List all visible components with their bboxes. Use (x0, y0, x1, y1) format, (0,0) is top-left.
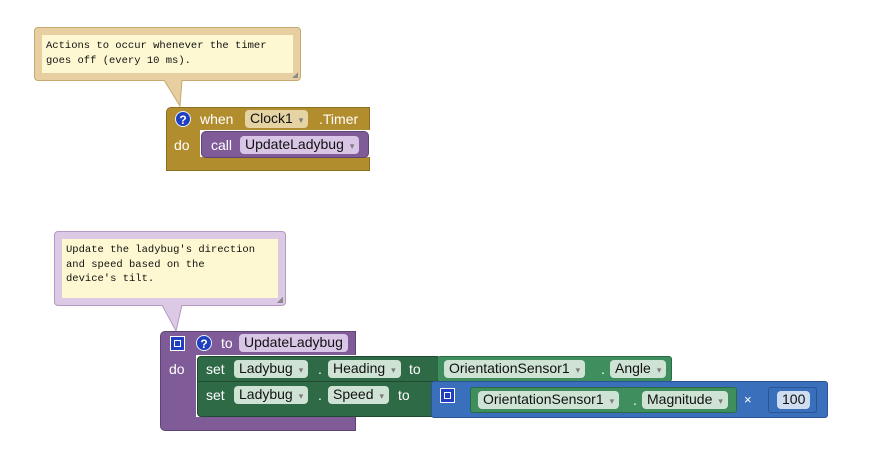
timer-block-bottom (166, 157, 370, 171)
dot-label: . (318, 387, 322, 403)
number-field[interactable]: 100 (777, 391, 811, 409)
update-comment-bubble[interactable]: Update the ladybug's direction and speed… (54, 231, 286, 306)
update-comment-text[interactable]: Update the ladybug's direction and speed… (62, 239, 278, 298)
dot-label: . (601, 361, 605, 377)
timer-event-label: .Timer (319, 111, 359, 127)
call-procedure-dropdown[interactable]: UpdateLadybug (240, 136, 360, 154)
orientation-sensor-dropdown[interactable]: OrientationSensor1 (444, 360, 586, 378)
set-label: set (206, 387, 225, 403)
dot-label: . (633, 392, 637, 408)
comment-resize-handle[interactable] (277, 297, 283, 303)
to-label: to (409, 361, 421, 377)
clock-component-dropdown[interactable]: Clock1 (245, 110, 309, 128)
orientation-sensor-dropdown[interactable]: OrientationSensor1 (478, 391, 620, 409)
heading-property-dropdown[interactable]: Heading (328, 360, 401, 378)
timer-comment-text[interactable]: Actions to occur whenever the timer goes… (42, 35, 293, 73)
when-label: when (200, 111, 234, 127)
mutator-icon[interactable] (440, 388, 455, 403)
ladybug-component-dropdown[interactable]: Ladybug (234, 360, 309, 378)
procedure-name-field[interactable]: UpdateLadybug (239, 334, 348, 352)
multiply-operator: × (744, 392, 752, 407)
mutator-icon[interactable] (170, 336, 185, 351)
dot-label: . (318, 361, 322, 377)
help-icon[interactable]: ? (196, 335, 212, 351)
call-label: call (211, 137, 233, 153)
magnitude-property-dropdown[interactable]: Magnitude (642, 391, 728, 409)
ladybug-component-dropdown[interactable]: Ladybug (234, 386, 309, 404)
timer-comment-tail (163, 80, 183, 108)
do-label: do (174, 137, 190, 153)
speed-property-dropdown[interactable]: Speed (328, 386, 390, 404)
set-label: set (206, 361, 225, 377)
do-label: do (169, 361, 185, 377)
to-label: to (221, 335, 233, 351)
angle-property-dropdown[interactable]: Angle (610, 360, 667, 378)
comment-resize-handle[interactable] (292, 72, 298, 78)
to-label: to (398, 387, 410, 403)
timer-comment-bubble[interactable]: Actions to occur whenever the timer goes… (34, 27, 301, 81)
help-icon[interactable]: ? (175, 111, 191, 127)
